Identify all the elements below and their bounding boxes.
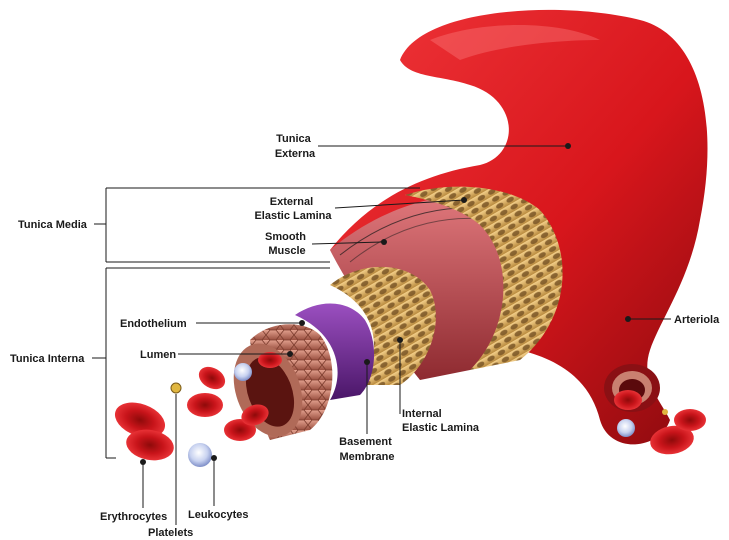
label-lumen: Lumen <box>140 349 176 361</box>
label-smooth-muscle: Smooth Muscle <box>265 231 309 257</box>
label-internal-elastic-lamina: Internal Elastic Lamina <box>402 408 480 434</box>
artery-illustration <box>110 10 707 467</box>
label-platelets: Platelets <box>148 527 193 539</box>
label-external-elastic-lamina: External Elastic Lamina <box>254 196 332 222</box>
platelet <box>662 409 668 415</box>
label-arteriola: Arteriola <box>674 314 720 326</box>
label-basement-membrane: Basement Membrane <box>339 436 395 463</box>
platelet <box>171 383 181 393</box>
label-leukocytes: Leukocytes <box>188 509 249 521</box>
erythrocyte <box>674 409 706 431</box>
leukocyte <box>188 443 212 467</box>
label-endothelium: Endothelium <box>120 318 187 330</box>
erythrocyte <box>195 362 229 393</box>
label-tunica-externa: Tunica Externa <box>275 133 316 160</box>
label-tunica-interna: Tunica Interna <box>10 353 85 365</box>
erythrocyte <box>187 393 223 417</box>
leukocyte <box>234 363 252 381</box>
label-erythrocytes: Erythrocytes <box>100 511 167 523</box>
label-tunica-media: Tunica Media <box>18 219 88 231</box>
leukocyte <box>617 419 635 437</box>
erythrocyte <box>614 390 642 410</box>
